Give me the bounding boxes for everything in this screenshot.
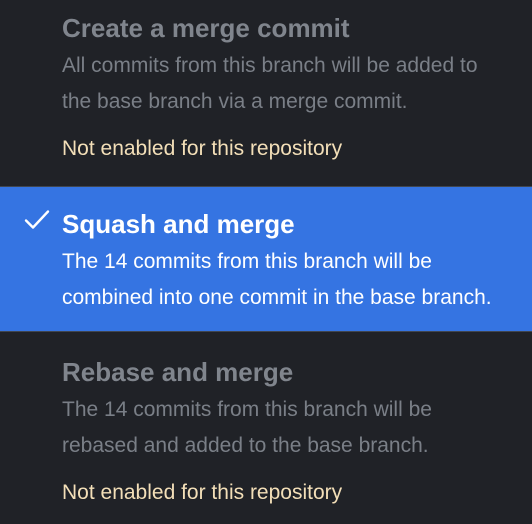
checkmark-icon [24,210,50,229]
merge-option-create-merge-commit[interactable]: Create a merge commit All commits from t… [0,0,532,186]
option-description-line-2: combined into one commit in the base bra… [62,286,492,309]
option-description-line-2: the base branch via a merge commit. [62,90,408,113]
option-description-line-1: All commits from this branch will be add… [62,54,478,77]
option-title: Create a merge commit [62,13,350,43]
merge-option-squash-and-merge[interactable]: Squash and merge The 14 commits from thi… [0,186,532,332]
option-description-line-1: The 14 commits from this branch will be [62,250,432,273]
option-description-line-1: The 14 commits from this branch will be [62,398,432,421]
option-title: Squash and merge [62,209,295,239]
not-enabled-note: Not enabled for this repository [62,137,343,160]
not-enabled-note: Not enabled for this repository [62,481,343,504]
option-title: Rebase and merge [62,357,294,387]
merge-option-rebase-and-merge[interactable]: Rebase and merge The 14 commits from thi… [0,333,532,524]
option-description-line-2: rebased and added to the base branch. [62,434,429,457]
